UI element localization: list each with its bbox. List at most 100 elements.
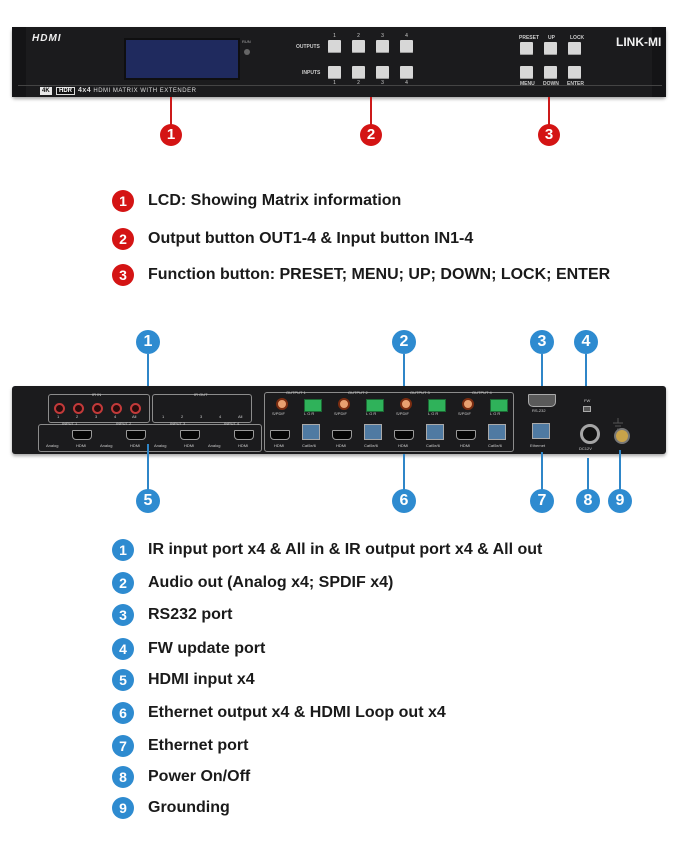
rear-legend-item: 2 Audio out (Analog x4; SPDIF x4) — [112, 571, 393, 595]
model-rest: HDMI MATRIX WITH EXTENDER — [93, 88, 197, 94]
run-indicator-label: RUN — [242, 39, 251, 44]
lgr-label: L G R — [490, 411, 501, 416]
rs232-port[interactable] — [528, 394, 556, 407]
hdmi-loop-port[interactable] — [332, 430, 352, 440]
legend-number: 4 — [112, 638, 134, 660]
spdif-label: S/PDIF — [396, 411, 409, 416]
analog-terminal[interactable] — [490, 399, 508, 412]
hdmi-input-group — [38, 424, 262, 452]
front-panel: HDMI RUN 4K HDR 4x4 HDMI MATRIX WITH EXT… — [12, 27, 666, 97]
output-number: 3 — [381, 33, 384, 39]
down-button[interactable] — [544, 66, 557, 79]
spdif-jack[interactable] — [400, 398, 412, 410]
spdif-jack[interactable] — [462, 398, 474, 410]
input-button-1[interactable] — [328, 66, 341, 79]
callout-marker: 1 — [160, 124, 182, 146]
legend-number: 9 — [112, 797, 134, 819]
cat-output-port[interactable] — [488, 424, 506, 440]
rear-legend-item: 6 Ethernet output x4 & HDMI Loop out x4 — [112, 701, 446, 725]
output-button-2[interactable] — [352, 40, 365, 53]
input-button-3[interactable] — [376, 66, 389, 79]
ir-in-jack[interactable] — [73, 403, 84, 414]
ir-in-jack[interactable] — [92, 403, 103, 414]
rear-legend-item: 9 Grounding — [112, 796, 230, 820]
callout-marker: 3 — [530, 330, 554, 354]
cat-output-port[interactable] — [426, 424, 444, 440]
enter-button[interactable] — [568, 66, 581, 79]
callout-stem — [548, 97, 550, 125]
spdif-jack[interactable] — [276, 398, 288, 410]
output-number: 4 — [405, 33, 408, 39]
analog-terminal[interactable] — [428, 399, 446, 412]
input-number: 4 — [405, 80, 408, 86]
cat-output-port[interactable] — [302, 424, 320, 440]
hdmi-input-port[interactable] — [234, 430, 254, 440]
rear-legend-item: 1 IR input port x4 & All in & IR output … — [112, 538, 542, 562]
legend-number: 1 — [112, 539, 134, 561]
dc-label: DC12V — [579, 446, 592, 451]
output-number: 2 — [357, 33, 360, 39]
ir-number: 3 — [95, 414, 98, 419]
hdmi-loop-port[interactable] — [270, 430, 290, 440]
legend-number: 1 — [112, 190, 134, 212]
output-button-4[interactable] — [400, 40, 413, 53]
callout-marker: 1 — [136, 330, 160, 354]
ground-screw[interactable] — [614, 428, 630, 444]
ir-sensor — [244, 49, 250, 55]
legend-text: Power On/Off — [148, 768, 251, 785]
ir-number: 2 — [181, 414, 184, 419]
menu-button[interactable] — [520, 66, 533, 79]
inputs-label: INPUTS — [302, 70, 321, 76]
legend-text: Output button OUT1-4 & Input button IN1-… — [148, 230, 474, 247]
fw-label: FW — [584, 398, 591, 403]
callout-marker: 9 — [608, 489, 632, 513]
front-legend-item: 3 Function button: PRESET; MENU; UP; DOW… — [112, 263, 610, 287]
ir-in-jack[interactable] — [54, 403, 65, 414]
ir-number: 2 — [76, 414, 79, 419]
up-button[interactable] — [544, 42, 557, 55]
output-number: 1 — [333, 33, 336, 39]
hdmi-loop-port[interactable] — [394, 430, 414, 440]
hdmi-input-port[interactable] — [180, 430, 200, 440]
cat-label: Cat5e/6 — [488, 443, 503, 448]
lock-button[interactable] — [568, 42, 581, 55]
hdmi-label: HDMI — [398, 443, 409, 448]
output-label: OUTPUT 1 — [286, 390, 306, 395]
ethernet-port[interactable] — [532, 423, 550, 439]
output-label: OUTPUT 3 — [410, 390, 430, 395]
legend-text: Audio out (Analog x4; SPDIF x4) — [148, 574, 394, 591]
callout-marker: 3 — [538, 124, 560, 146]
input-number: 2 — [357, 80, 360, 86]
input-label: INPUT 4 — [224, 421, 240, 426]
callout-stem — [403, 354, 405, 394]
callout-stem — [541, 452, 543, 490]
hdmi-label: HDMI — [184, 443, 195, 448]
analog-label: Analog — [46, 443, 59, 448]
legend-number: 6 — [112, 702, 134, 724]
hdmi-input-port[interactable] — [126, 430, 146, 440]
ir-in-jack[interactable] — [111, 403, 122, 414]
analog-terminal[interactable] — [366, 399, 384, 412]
callout-marker: 2 — [360, 124, 382, 146]
cat-output-port[interactable] — [364, 424, 382, 440]
model-main: 4x4 — [78, 87, 92, 94]
lock-label: LOCK — [570, 35, 585, 41]
ir-in-all-jack[interactable] — [130, 403, 141, 414]
hdmi-logo: HDMI — [32, 33, 62, 44]
output-label: OUTPUT 4 — [472, 390, 492, 395]
input-button-2[interactable] — [352, 66, 365, 79]
legend-text: RS232 port — [148, 606, 233, 623]
output-label: OUTPUT 2 — [348, 390, 368, 395]
hdmi-loop-port[interactable] — [456, 430, 476, 440]
hdmi-input-port[interactable] — [72, 430, 92, 440]
output-button-1[interactable] — [328, 40, 341, 53]
preset-button[interactable] — [520, 42, 533, 55]
output-button-3[interactable] — [376, 40, 389, 53]
input-button-4[interactable] — [400, 66, 413, 79]
spdif-jack[interactable] — [338, 398, 350, 410]
fw-update-port[interactable] — [583, 406, 591, 412]
analog-terminal[interactable] — [304, 399, 322, 412]
dc-power-jack[interactable] — [580, 424, 600, 444]
legend-number: 2 — [112, 572, 134, 594]
cat-label: Cat5e/6 — [302, 443, 317, 448]
